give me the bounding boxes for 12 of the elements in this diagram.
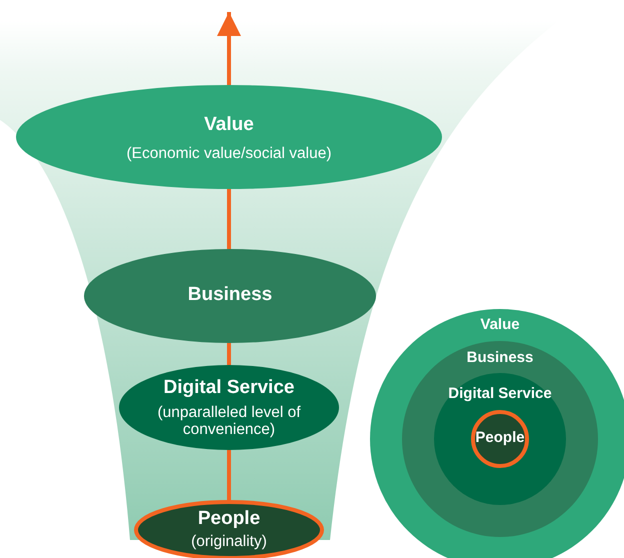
node-subtitle: (Economic value/social value) [125, 145, 333, 162]
node-title: People [196, 508, 262, 530]
node-title: Business [466, 350, 534, 367]
node-subtitle: (unparalleled level of convenience) [156, 404, 302, 439]
node-title: Digital Service [162, 377, 296, 398]
arrow [217, 12, 241, 85]
node-title: Value [480, 317, 520, 334]
node-title: People [475, 430, 525, 447]
node-subtitle: (originality) [190, 533, 268, 550]
node-title: Business [186, 284, 274, 306]
node-title: Value [203, 114, 255, 136]
node-title: Digital Service [448, 386, 552, 403]
